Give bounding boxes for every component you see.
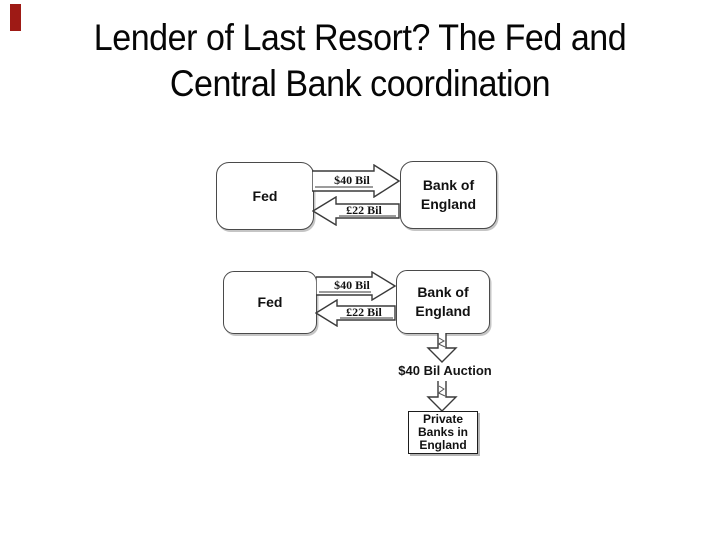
bank-of-england-box-top-label: Bank of England: [420, 177, 477, 212]
flow-label-22bil-top: £22 Bil: [346, 203, 382, 217]
private-banks-box: Private Banks in England: [408, 411, 478, 454]
slide-accent-bar: [10, 4, 21, 31]
fed-box-top: Fed: [216, 162, 314, 230]
fed-box-bottom: Fed: [223, 271, 317, 334]
arrow-right-fed-to-bank-top-icon: $40 Bil: [312, 164, 400, 198]
flow-label-22bil-bottom: £22 Bil: [346, 305, 382, 319]
arrow-left-bank-to-fed-top-icon: £22 Bil: [312, 196, 400, 226]
arrow-down-auction-to-private-banks-icon: [426, 381, 458, 412]
slide-title-line1: Lender of Last Resort? The Fed and: [93, 17, 627, 58]
fed-box-bottom-label: Fed: [257, 294, 283, 310]
fed-box-top-label: Fed: [252, 187, 278, 204]
bank-of-england-box-bottom: Bank of England: [396, 270, 490, 334]
bank-of-england-box-top: Bank of England: [400, 161, 497, 229]
slide-title-line2: Central Bank coordination: [169, 63, 551, 104]
slide-title: Lender of Last Resort? The Fed and Centr…: [29, 15, 691, 107]
auction-label: $40 Bil Auction: [398, 363, 492, 378]
private-banks-line2: Banks in: [417, 425, 468, 439]
arrow-right-fed-to-bank-bottom-icon: $40 Bil: [316, 271, 396, 301]
private-banks-line1: Private: [422, 412, 464, 426]
bank-of-england-box-bottom-label: Bank of England: [415, 284, 471, 319]
private-banks-line3: England: [419, 438, 467, 452]
flow-label-40bil-bottom: $40 Bil: [334, 278, 370, 292]
arrow-left-bank-to-fed-bottom-icon: £22 Bil: [315, 299, 396, 327]
arrow-down-bank-to-auction-icon: [426, 333, 458, 363]
flow-label-40bil-top: $40 Bil: [334, 173, 370, 187]
